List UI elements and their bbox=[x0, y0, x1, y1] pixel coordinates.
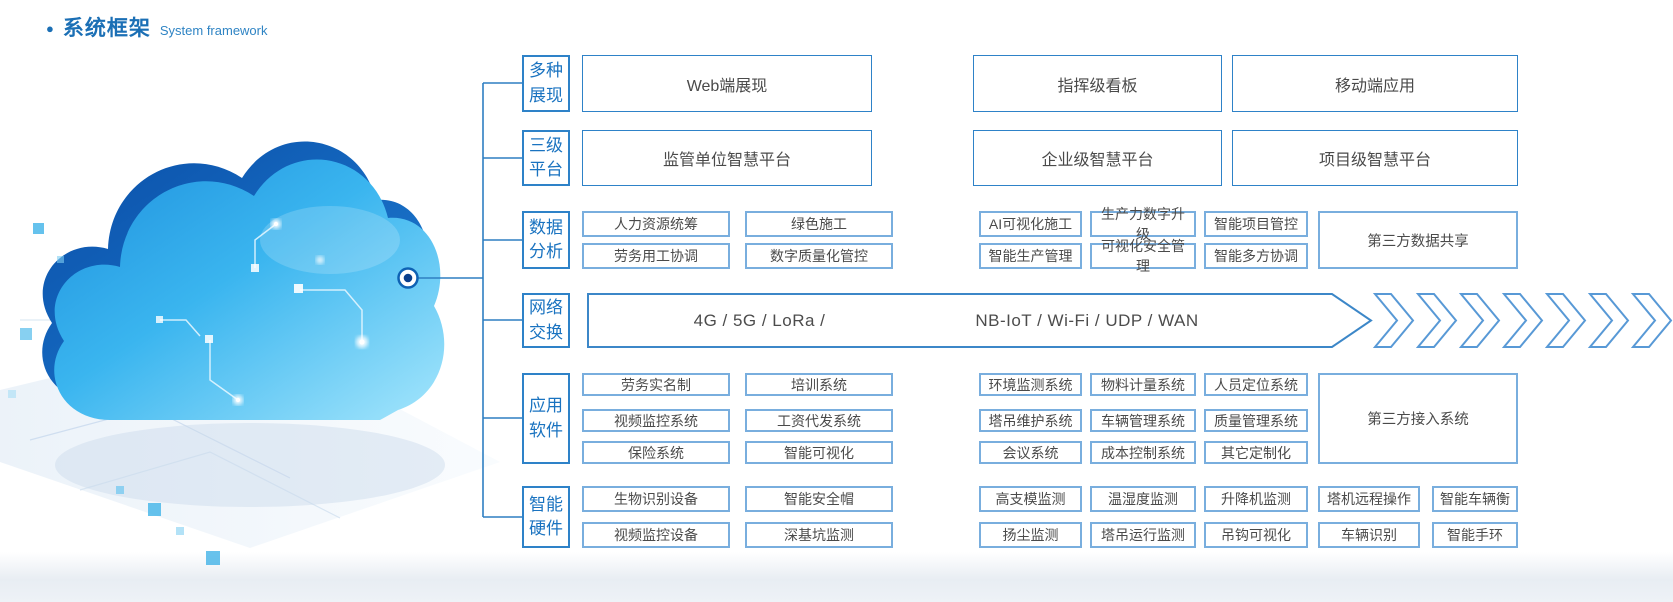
apps-box: 保险系统 bbox=[582, 441, 730, 464]
cloud-circuit-traces bbox=[160, 223, 363, 401]
display-row-box: 指挥级看板 bbox=[973, 55, 1222, 112]
hardware-box: 视频监控设备 bbox=[582, 522, 730, 548]
category-label-apps: 应用软件 bbox=[522, 373, 570, 464]
apps-box: 环境监测系统 bbox=[979, 373, 1082, 396]
page-title: ● 系统框架 System framework bbox=[46, 12, 268, 42]
data-analysis-box: AI可视化施工 bbox=[979, 211, 1082, 237]
apps-box: 成本控制系统 bbox=[1090, 441, 1196, 464]
hardware-box: 高支模监测 bbox=[979, 486, 1082, 512]
hardware-box: 深基坑监测 bbox=[745, 522, 893, 548]
apps-box: 视频监控系统 bbox=[582, 409, 730, 432]
network-protocols-left: 4G / 5G / LoRa / bbox=[693, 311, 826, 330]
floating-squares bbox=[8, 223, 220, 565]
network-banner: 4G / 5G / LoRa / NB-IoT / Wi-Fi / UDP / … bbox=[587, 293, 1673, 348]
data-analysis-box: 智能多方协调 bbox=[1204, 243, 1308, 269]
display-row-box: 移动端应用 bbox=[1232, 55, 1518, 112]
title-en: System framework bbox=[159, 23, 268, 38]
apps-box: 会议系统 bbox=[979, 441, 1082, 464]
category-label-network: 网络交换 bbox=[522, 293, 570, 348]
display-row-box: Web端展现 bbox=[582, 55, 872, 112]
apps-box: 智能可视化 bbox=[745, 441, 893, 464]
platform-row-box: 项目级智慧平台 bbox=[1232, 130, 1518, 186]
hardware-box: 扬尘监测 bbox=[979, 522, 1082, 548]
hardware-box: 车辆识别 bbox=[1318, 522, 1420, 548]
hardware-box: 智能车辆衡 bbox=[1432, 486, 1518, 512]
data-analysis-box: 智能生产管理 bbox=[979, 243, 1082, 269]
hardware-box: 塔吊运行监测 bbox=[1090, 522, 1196, 548]
category-label-hardware: 智能硬件 bbox=[522, 486, 570, 548]
category-label-platform: 三级平台 bbox=[522, 130, 570, 186]
data-analysis-box: 可视化安全管理 bbox=[1090, 238, 1196, 274]
category-label-data: 数据分析 bbox=[522, 211, 570, 269]
hardware-box: 智能安全帽 bbox=[745, 486, 893, 512]
apps-box: 车辆管理系统 bbox=[1090, 409, 1196, 432]
data-analysis-box: 劳务用工协调 bbox=[582, 243, 730, 269]
data-analysis-box: 绿色施工 bbox=[745, 211, 893, 237]
title-bullet-icon: ● bbox=[46, 21, 54, 36]
hardware-box: 升降机监测 bbox=[1204, 486, 1308, 512]
data-analysis-box: 人力资源统筹 bbox=[582, 211, 730, 237]
data-analysis-box: 智能项目管控 bbox=[1204, 211, 1308, 237]
hardware-box: 生物识别设备 bbox=[582, 486, 730, 512]
hardware-box: 吊钩可视化 bbox=[1204, 522, 1308, 548]
apps-box: 物料计量系统 bbox=[1090, 373, 1196, 396]
apps-box: 培训系统 bbox=[745, 373, 893, 396]
cloud-graphic bbox=[0, 141, 500, 565]
network-protocols-right: NB-IoT / Wi-Fi / UDP / WAN bbox=[975, 311, 1199, 330]
apps-box: 劳务实名制 bbox=[582, 373, 730, 396]
data-analysis-box: 生产力数字升级 bbox=[1090, 206, 1196, 242]
cloud-circuit-nodes bbox=[156, 219, 368, 405]
bottom-band bbox=[0, 552, 1673, 602]
apps-box: 人员定位系统 bbox=[1204, 373, 1308, 396]
title-zh: 系统框架 bbox=[62, 17, 151, 40]
platform-row-box: 企业级智慧平台 bbox=[973, 130, 1222, 186]
apps-box: 塔吊维护系统 bbox=[979, 409, 1082, 432]
apps-box: 工资代发系统 bbox=[745, 409, 893, 432]
hardware-box: 温湿度监测 bbox=[1090, 486, 1196, 512]
apps-box: 质量管理系统 bbox=[1204, 409, 1308, 432]
hub-dot-core bbox=[403, 273, 413, 283]
chevron-group bbox=[1372, 293, 1673, 348]
data-analysis-box: 数字质量化管控 bbox=[745, 243, 893, 269]
third-party-data-box: 第三方数据共享 bbox=[1318, 211, 1518, 269]
network-banner-shape bbox=[587, 293, 1673, 348]
platform-row-box: 监管单位智慧平台 bbox=[582, 130, 872, 186]
hardware-box: 智能手环 bbox=[1432, 522, 1518, 548]
hardware-box: 塔机远程操作 bbox=[1318, 486, 1420, 512]
third-party-access-box: 第三方接入系统 bbox=[1318, 373, 1518, 464]
category-label-display: 多种展现 bbox=[522, 55, 570, 112]
cloud-front-layer bbox=[54, 159, 445, 420]
apps-box: 其它定制化 bbox=[1204, 441, 1308, 464]
